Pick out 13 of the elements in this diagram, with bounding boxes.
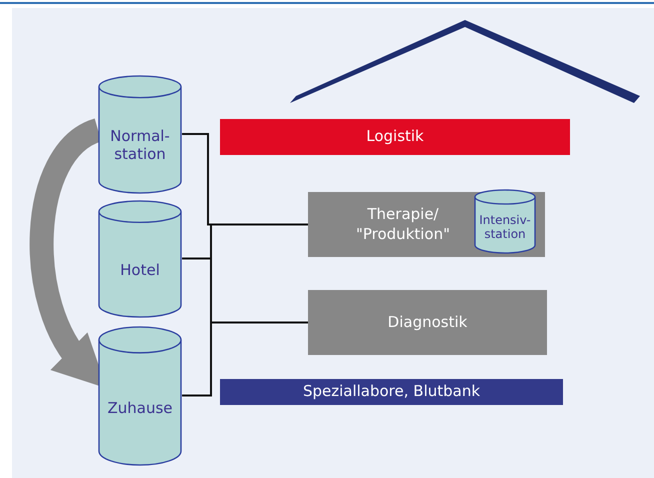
node-label: Normal-station [109,127,171,163]
node-label: Diagnostik [388,312,468,332]
node-label: Logistik [366,127,424,147]
node-label: Speziallabore, Blutbank [302,382,480,402]
block-bar [308,290,547,355]
connector-line [182,322,308,396]
block-bar [308,192,545,257]
block-bar [220,379,563,405]
node-label: Hotel [119,260,161,278]
node-label: Therapie/ "Produktion" [354,205,452,244]
node-label: Intensiv-station [478,212,532,242]
block-bar [220,119,570,155]
node-label: Zuhause [106,398,174,416]
